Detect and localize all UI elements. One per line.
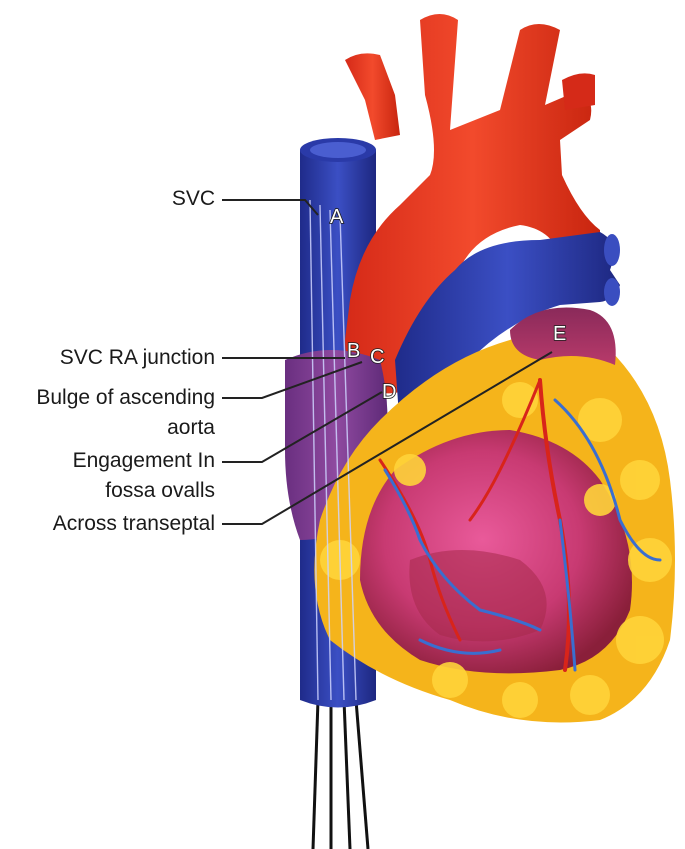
label-across-transeptal: Across transeptal xyxy=(52,512,215,535)
marker-d: D xyxy=(382,381,396,403)
aorta xyxy=(345,14,600,394)
marker-a: A xyxy=(330,206,344,228)
leader-bulge xyxy=(222,361,363,399)
leader-across xyxy=(222,351,553,525)
label-svc: SVC xyxy=(171,187,215,210)
marker-c: C xyxy=(370,346,384,368)
label-engagement-line2: fossa ovalls xyxy=(105,479,215,502)
label-bulge-line2: aorta xyxy=(167,416,215,439)
marker-e: E xyxy=(553,323,566,345)
label-bulge-line1: Bulge of ascending xyxy=(36,386,215,409)
catheter-wires xyxy=(311,699,370,849)
leader-engagement xyxy=(222,391,383,463)
marker-b: B xyxy=(347,340,360,362)
leader-lines xyxy=(222,199,553,525)
leader-svc xyxy=(222,199,319,216)
markers: A B C D E xyxy=(329,205,567,404)
heart-body xyxy=(314,307,675,723)
catheter-tracks xyxy=(309,199,357,701)
label-engagement-line1: Engagement In xyxy=(72,449,215,472)
label-svc-ra-junction: SVC RA junction xyxy=(59,346,215,369)
